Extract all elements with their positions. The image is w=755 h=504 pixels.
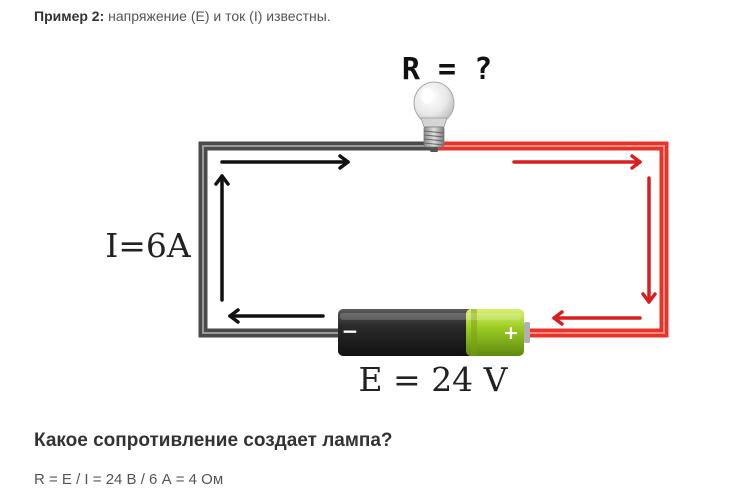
- wire-dark-highlight: [202, 145, 432, 334]
- battery-minus-sign: −: [342, 319, 359, 343]
- voltage-label: E = 24 V: [358, 360, 508, 399]
- current-arrow-bottom-black: [228, 308, 325, 324]
- example-label: Пример 2:: [34, 8, 105, 24]
- light-bulb-icon: [413, 81, 455, 152]
- resistance-label: R = ?: [402, 52, 492, 87]
- example-text: напряжение (Е) и ток (I) известны.: [104, 8, 331, 24]
- current-arrow-top-black: [220, 154, 350, 170]
- wire-red: [436, 141, 669, 338]
- wire-dark: [198, 141, 432, 338]
- current-label: I=6A: [105, 226, 192, 265]
- wire-red-highlight: [436, 145, 665, 334]
- current-arrow-top-red: [512, 154, 642, 170]
- battery-plus-sign: +: [503, 322, 519, 344]
- circuit-diagram: − + R = ? I=6A E = 24 V: [105, 52, 669, 399]
- formula-text: R = E / I = 24 В / 6 А = 4 Ом: [34, 471, 224, 488]
- battery-icon: [338, 309, 530, 356]
- current-arrow-left-black: [214, 174, 230, 302]
- current-arrow-bottom-red: [552, 310, 642, 326]
- example-heading: Пример 2: напряжение (Е) и ток (I) извес…: [34, 8, 331, 24]
- question-heading: Какое сопротивление создает лампа?: [34, 430, 393, 451]
- current-arrow-right-red: [641, 176, 657, 304]
